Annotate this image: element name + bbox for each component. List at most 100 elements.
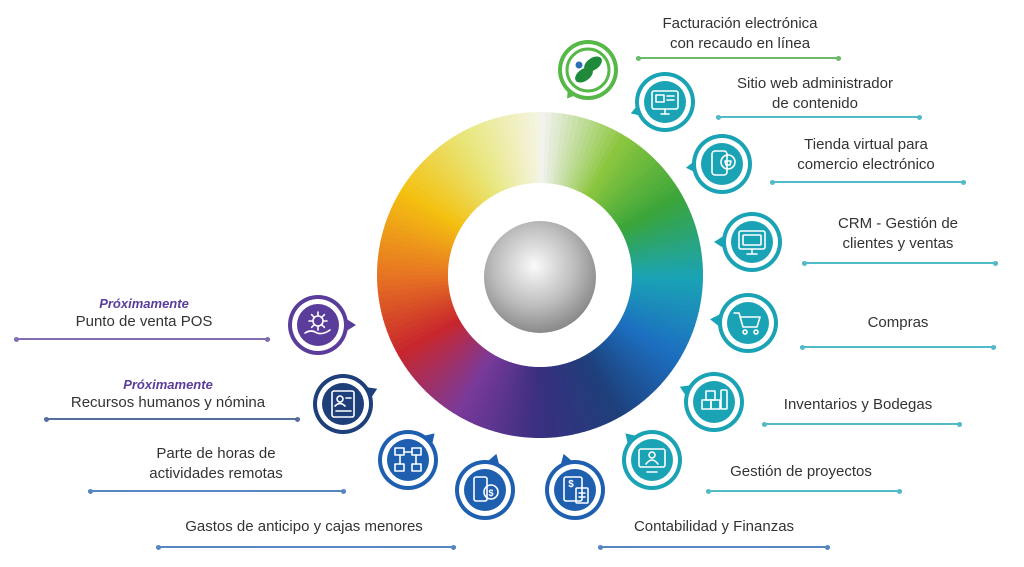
label-underline — [88, 488, 346, 494]
module-label-compras[interactable]: Compras — [848, 313, 948, 333]
wheel-segment — [383, 299, 453, 326]
module-badge-pos[interactable] — [288, 295, 356, 355]
module-label-gastos[interactable]: Gastos de anticipo y cajas menores — [164, 517, 444, 537]
module-badge-horas[interactable] — [378, 430, 438, 490]
module-badge-tienda[interactable] — [685, 134, 752, 194]
wheel-segment — [573, 359, 607, 427]
module-badge-contabilidad[interactable]: $ — [545, 453, 605, 520]
wheel-segment — [401, 323, 464, 367]
badge-core — [731, 221, 773, 263]
underline-dot — [636, 55, 641, 61]
wheel-segment — [462, 355, 500, 422]
wheel-segment — [380, 234, 451, 256]
wheel-segment — [422, 156, 477, 212]
underline-dot — [770, 179, 775, 185]
module-label-line: Recursos humanos y nómina — [70, 394, 266, 411]
module-label-line: Sitio web administrador — [737, 75, 893, 92]
wheel-segment — [558, 364, 580, 435]
wheel-segment — [599, 150, 650, 208]
wheel-segment — [624, 208, 692, 242]
label-underline — [770, 179, 966, 185]
label-underline — [44, 416, 300, 422]
wheel-segment — [379, 290, 451, 309]
module-badge-proyectos[interactable] — [622, 430, 682, 490]
wheel-segment — [628, 297, 699, 322]
wheel-segment — [388, 207, 457, 241]
badge-core — [644, 81, 686, 123]
cash-phone-icon: $ — [473, 476, 499, 502]
wheel-segment — [377, 283, 449, 298]
module-badge-gastos[interactable]: $ — [455, 453, 515, 520]
wheel-segment — [484, 119, 513, 189]
wheel-segment — [522, 112, 535, 184]
wheel-segment — [628, 230, 699, 254]
wheel-segment — [453, 133, 495, 197]
wheel-segment — [576, 357, 612, 425]
underline-dot — [762, 421, 767, 427]
wheel-segment — [448, 136, 492, 199]
wheel-segment — [404, 325, 466, 371]
wheel-segment — [395, 317, 461, 357]
module-badge-crm[interactable] — [714, 212, 782, 272]
module-label-inventarios[interactable]: Inventarios y Bodegas — [768, 395, 948, 415]
underline-dot — [800, 344, 805, 350]
wheel-segment — [516, 366, 531, 438]
wheel-segment — [380, 293, 451, 315]
wheel-segment — [548, 366, 563, 438]
wheel-segment — [615, 323, 679, 368]
wheel-segment — [596, 146, 646, 205]
wheel-segment — [607, 334, 665, 385]
wheel-segment — [407, 328, 468, 376]
module-badge-facturacion[interactable] — [558, 40, 618, 100]
module-label-line: Tienda virtual para — [804, 136, 928, 153]
module-label-line: clientes y ventas — [842, 235, 954, 252]
mobile-shop-icon — [711, 150, 736, 176]
wheel-segment — [555, 114, 576, 186]
badge-core — [693, 381, 735, 423]
module-badge-inventarios[interactable] — [679, 372, 744, 432]
badge-core — [387, 439, 429, 481]
module-label-line: Contabilidad y Finanzas — [633, 518, 795, 535]
label-underline — [598, 544, 830, 550]
wheel-segment — [605, 336, 662, 390]
underline-dot — [897, 488, 902, 494]
wheel-segment — [620, 315, 687, 353]
wheel-segment — [631, 284, 703, 299]
wheel-segment — [545, 366, 558, 438]
wheel-segment — [421, 338, 477, 393]
wheel-segment — [585, 353, 627, 417]
module-badges: $$ — [288, 40, 782, 520]
wheel-segment — [404, 178, 466, 224]
module-label-contabilidad[interactable]: Contabilidad y Finanzas — [614, 517, 814, 537]
module-badge-compras[interactable] — [710, 293, 778, 353]
wheel-segment — [565, 118, 592, 188]
wheel-segment — [511, 113, 528, 185]
wheel-segment — [426, 153, 479, 209]
wheel-segment — [623, 309, 692, 343]
wheel-segment — [415, 165, 473, 216]
module-label-proyectos[interactable]: Gestión de proyectos — [711, 462, 891, 482]
module-badge-rrhh[interactable] — [313, 374, 378, 434]
module-label-line: Facturación electrónica — [662, 15, 818, 32]
underline-dot — [341, 488, 346, 494]
badge-core — [297, 304, 339, 346]
svg-text:$: $ — [488, 488, 493, 498]
wheel-segment — [408, 173, 468, 221]
wheel-segment — [579, 356, 617, 422]
wheel-segment — [388, 308, 456, 342]
wheel-segment — [452, 352, 494, 417]
wheel-segment — [594, 143, 642, 203]
wheel-segment — [401, 182, 465, 227]
wheel-segment — [390, 311, 458, 347]
wheel-segment — [617, 321, 682, 363]
wheel-segment — [379, 239, 451, 260]
module-badge-sitio-web[interactable] — [630, 72, 695, 132]
leaf-logo-icon — [575, 56, 602, 83]
